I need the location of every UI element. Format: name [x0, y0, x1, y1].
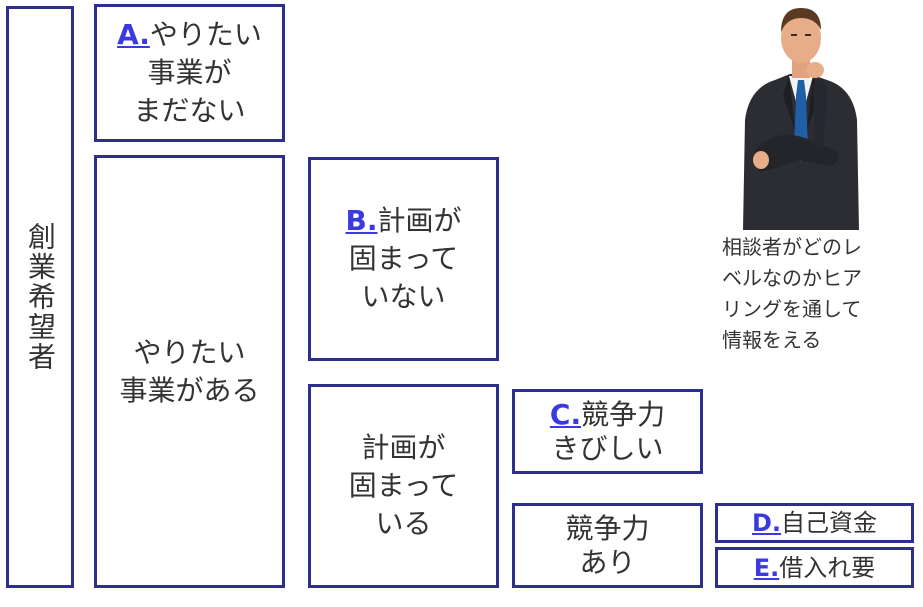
note-line-2: ベルなのかヒア — [722, 266, 862, 290]
box-b-text: B.計画が 固まって いない — [345, 204, 462, 313]
box-a-text: A.やりたい 事業が まだない — [117, 18, 262, 127]
box-c-prefix: C. — [549, 397, 582, 431]
note-line-4: 情報をえる — [722, 328, 822, 352]
box-plan-fixed-text: 計画が 固まって いる — [348, 431, 459, 540]
box-has-business: やりたい 事業がある — [94, 155, 285, 588]
box-b-prefix: B. — [345, 204, 378, 237]
box-c-text: C.競争力 きびしい — [549, 397, 666, 465]
box-d-prefix: D. — [751, 509, 782, 537]
note-line-1: 相談者がどのレ — [722, 235, 862, 259]
box-competitive-text: 競争力 あり — [565, 511, 650, 579]
thinking-businessman-illustration — [743, 8, 859, 230]
box-e-prefix: E. — [753, 553, 780, 582]
box-c-competition-tough: C.競争力 きびしい — [512, 389, 703, 474]
box-a-prefix: A. — [117, 18, 150, 51]
box-e-text: E.借入れ要 — [753, 553, 876, 582]
applicant-column: 創業希望者 — [6, 6, 74, 588]
box-has-business-text: やりたい 事業がある — [119, 335, 260, 407]
applicant-label: 創業希望者 — [24, 222, 57, 372]
box-a-no-business: A.やりたい 事業が まだない — [94, 4, 285, 142]
box-plan-fixed: 計画が 固まって いる — [308, 384, 499, 588]
note-line-3: リングを通して — [722, 297, 862, 321]
box-d-own-funds: D.自己資金 — [715, 503, 914, 543]
box-e-borrowing-needed: E.借入れ要 — [715, 547, 914, 588]
consultation-note: 相談者がどのレ ベルなのかヒア リングを通して 情報をえる — [722, 232, 912, 356]
box-d-text: D.自己資金 — [751, 509, 878, 537]
box-competitive: 競争力 あり — [512, 503, 703, 588]
box-b-plan-not-fixed: B.計画が 固まって いない — [308, 157, 499, 361]
